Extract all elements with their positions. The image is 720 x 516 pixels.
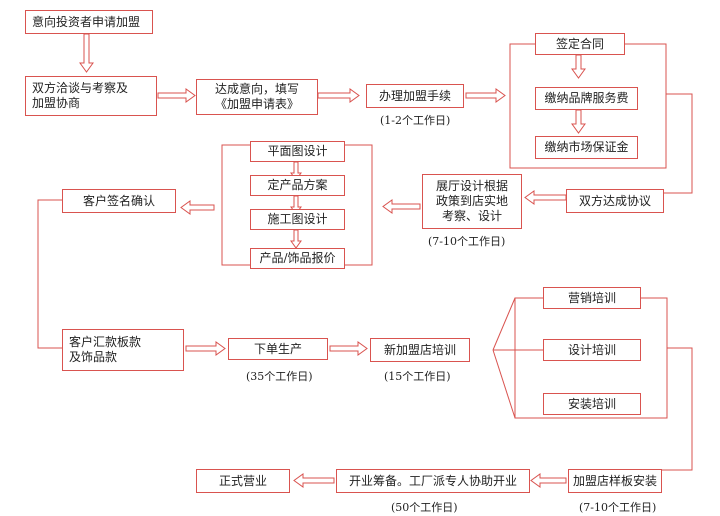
step-marketing-training: 营销培训: [543, 287, 641, 309]
step-open: 正式营业: [196, 469, 290, 493]
arrow-fee-to-deposit: [571, 109, 586, 134]
step-floor-plan: 平面图设计: [250, 141, 345, 162]
line-contract-to-agreement: [664, 93, 693, 194]
step-install-training: 安装培训: [543, 393, 641, 415]
step-intent: 意向投资者申请加盟: [25, 10, 153, 34]
step-showroom-design: 展厅设计根据 政策到店实地 考察、设计: [422, 174, 522, 229]
arrow-sign-to-fee: [571, 54, 586, 79]
arrow-procedures-right: [465, 88, 506, 103]
step-sample-install: 加盟店样板安装: [568, 469, 662, 493]
step-customer-pay: 客户汇款板款 及饰品款: [62, 329, 184, 371]
note-prep: (50个工作日): [391, 501, 458, 514]
arrow-reach-right: [317, 88, 360, 103]
step-customer-sign: 客户签名确认: [62, 189, 176, 213]
arrow-negotiate-right: [157, 88, 196, 103]
step-production: 下单生产: [228, 338, 328, 360]
step-brand-fee: 缴纳品牌服务费: [535, 87, 638, 110]
fan-line-top: [492, 297, 516, 351]
arrow-intent-down: [79, 33, 94, 73]
step-sign-contract: 签定合同: [535, 33, 625, 55]
arrow-showroom-left: [382, 199, 421, 214]
note-production: (35个工作日): [246, 370, 313, 383]
note-sample: (7-10个工作日): [579, 501, 657, 514]
line-training-to-sample: [662, 347, 693, 471]
step-product-plan: 定产品方案: [250, 175, 345, 196]
step-deposit: 缴纳市场保证金: [535, 136, 638, 159]
step-procedures: 办理加盟手续: [366, 84, 464, 108]
step-agreement: 双方达成协议: [566, 189, 664, 213]
arrow-prep-left: [293, 473, 335, 488]
note-showroom: (7-10个工作日): [428, 235, 506, 248]
arrow-sample-left: [530, 473, 567, 488]
step-quote: 产品/饰品报价: [250, 248, 345, 269]
step-negotiate: 双方洽谈与考察及 加盟协商: [25, 76, 157, 116]
fan-line-bottom: [492, 349, 516, 419]
arrow-production-right: [329, 341, 368, 356]
note-procedures: (1-2个工作日): [380, 114, 451, 127]
arrow-construction-down: [290, 229, 302, 249]
step-design-training: 设计培训: [543, 339, 641, 361]
step-training: 新加盟店培训: [370, 338, 470, 362]
arrow-pay-right: [185, 341, 226, 356]
arrow-agreement-left: [524, 190, 567, 205]
note-training: (15个工作日): [384, 370, 451, 383]
line-sign-to-pay: [37, 199, 62, 349]
step-prep: 开业筹备。工厂派专人协助开业: [336, 469, 530, 493]
step-construction: 施工图设计: [250, 209, 345, 230]
step-reach-intent: 达成意向，填写 《加盟申请表》: [196, 79, 318, 115]
arrow-design-left: [180, 200, 215, 215]
